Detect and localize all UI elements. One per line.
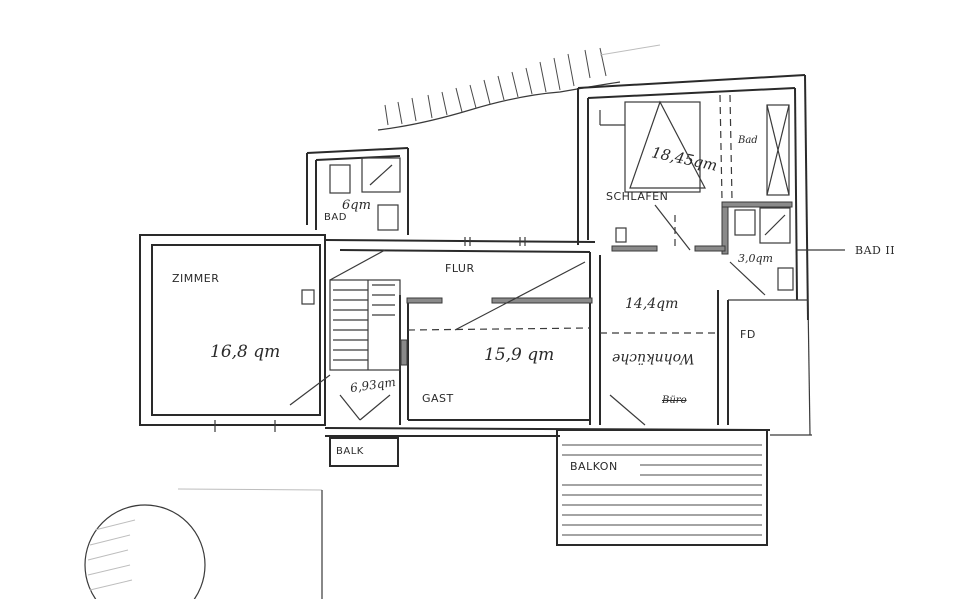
room-label-schlafen: SCHLAFEN [606, 190, 669, 203]
room-label-flur: FLUR [445, 262, 475, 275]
room-label-gast: GAST [422, 392, 454, 405]
area-zimmer: 16,8 qm [210, 342, 281, 362]
room-label-wohn: Wohnküche [612, 350, 695, 366]
area-gast: 15,9 qm [484, 345, 555, 365]
roof-slope-hatching [377, 44, 661, 131]
area-wohn: 14,4qm [625, 296, 679, 312]
room-label-balk: BALK [336, 446, 364, 457]
room-label-bad: BAD [324, 212, 347, 223]
walls [84, 74, 845, 599]
note-bad: Bad [738, 135, 758, 146]
room-label-fd: FD [740, 328, 756, 341]
room-label-buero: Büro [662, 395, 687, 406]
room-label-bad2: BAD II [855, 244, 896, 257]
room-label-balkon: BALKON [570, 460, 618, 473]
area-bad: 6qm [342, 198, 371, 213]
room-label-zimmer: ZIMMER [172, 272, 220, 285]
area-bad2: 3,0qm [738, 252, 773, 265]
